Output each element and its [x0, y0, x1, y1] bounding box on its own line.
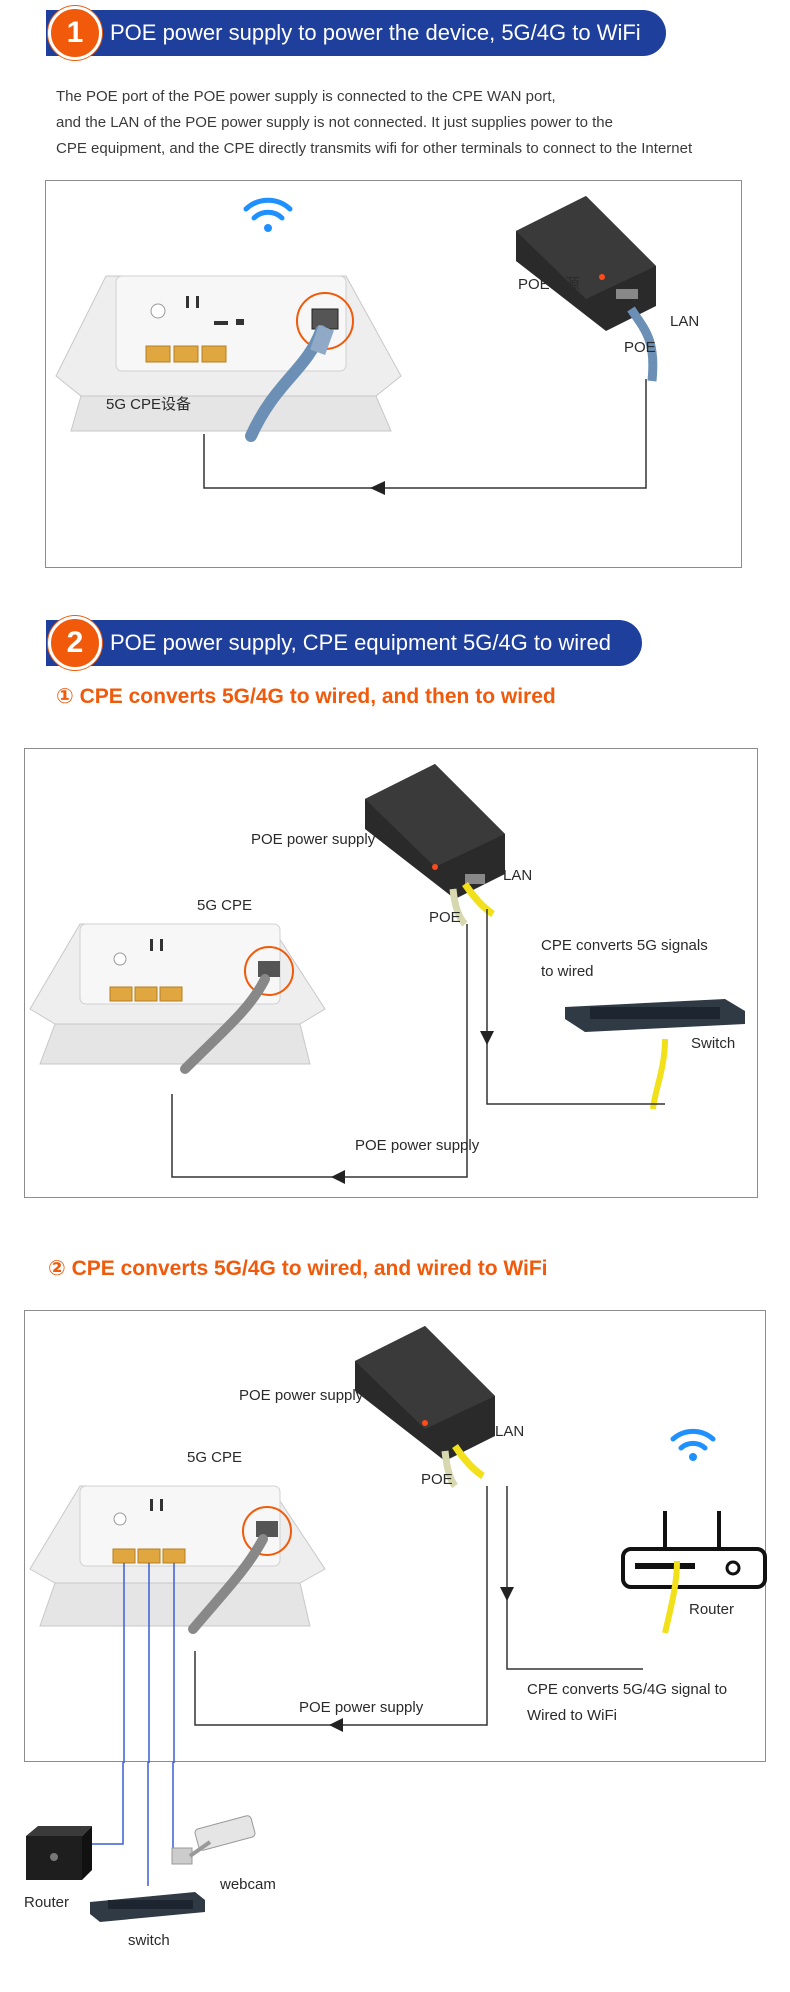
- poe-adapter-image: [355, 1326, 495, 1489]
- intro-line: CPE equipment, and the CPE directly tran…: [56, 140, 693, 157]
- cpe-label: 5G CPE: [187, 1449, 243, 1466]
- lan-label: LAN: [670, 313, 700, 330]
- section1-number-badge: 1: [48, 6, 102, 60]
- connection-lines: [171, 909, 665, 1184]
- intro-line: and the LAN of the POE power supply is n…: [56, 114, 613, 131]
- poe-supply-label: POE power supply: [239, 1387, 364, 1404]
- router-label: Router: [689, 1601, 735, 1618]
- router-bottom-label: Router: [24, 1894, 70, 1911]
- converts-text-line1: CPE converts 5G signals: [541, 937, 708, 954]
- webcam-icon: [171, 1815, 256, 1865]
- connection-lines: [194, 1486, 643, 1732]
- subsection2-diagram-panel: POE power supply LAN POE 5G CPE Router C…: [24, 1310, 767, 1763]
- switch-device-image: [565, 999, 745, 1110]
- cpe-label: 5G CPE: [197, 897, 253, 914]
- wifi-icon: [243, 197, 293, 232]
- router-icon: [621, 1511, 767, 1634]
- converts-text-line2: to wired: [541, 963, 594, 980]
- poe-label: POE: [429, 909, 461, 926]
- section2-title: POE power supply, CPE equipment 5G/4G to…: [110, 630, 611, 655]
- cpe-device-image: [29, 1485, 326, 1634]
- section1-diagram-panel: POE电源 LAN POE 5G CPE设备: [45, 180, 742, 568]
- section1-title: POE power supply to power the device, 5G…: [110, 20, 641, 45]
- bottom-devices-diagram: [26, 1762, 256, 1922]
- cpe-device-image: [55, 275, 402, 442]
- subsection2-title: ② CPE converts 5G/4G to wired, and wired…: [48, 1257, 548, 1280]
- switch-bottom-label: switch: [128, 1932, 170, 1949]
- subsection1-title: ① CPE converts 5G/4G to wired, and then …: [56, 685, 556, 708]
- lan-label: LAN: [503, 867, 533, 884]
- webcam-label: webcam: [220, 1876, 276, 1893]
- wifi-icon: [670, 1428, 716, 1461]
- section2-header: POE power supply, CPE equipment 5G/4G to…: [46, 620, 642, 666]
- poe-label: POE: [421, 1471, 453, 1488]
- converts-text-line2: Wired to WiFi: [527, 1707, 617, 1724]
- section1-header: POE power supply to power the device, 5G…: [46, 10, 666, 56]
- cpe-label: 5G CPE设备: [106, 396, 192, 413]
- switch-device-image: [90, 1892, 205, 1922]
- lan-label: LAN: [495, 1423, 525, 1440]
- section1-intro: The POE port of the POE power supply is …: [56, 84, 756, 162]
- poe-adapter-image: [365, 764, 505, 927]
- switch-label: Switch: [691, 1035, 736, 1052]
- router-box-icon: [26, 1826, 92, 1880]
- poe-power-line-label: POE power supply: [299, 1699, 424, 1716]
- poe-adapter-image: [516, 196, 658, 382]
- poe-supply-label: POE power supply: [251, 831, 376, 848]
- ethernet-lines: [84, 1762, 188, 1886]
- power-connection-line: [203, 379, 647, 495]
- poe-supply-label: POE电源: [518, 276, 580, 293]
- intro-line: The POE port of the POE power supply is …: [56, 88, 556, 105]
- poe-label: POE: [624, 339, 656, 356]
- cpe-device-image: [29, 923, 326, 1074]
- converts-text-line1: CPE converts 5G/4G signal to: [527, 1681, 728, 1698]
- subsection1-diagram-panel: POE power supply LAN POE 5G CPE CPE conv…: [24, 748, 758, 1198]
- ethernet-lines: [123, 1563, 175, 1763]
- poe-power-line-label: POE power supply: [355, 1137, 480, 1154]
- section2-number-badge: 2: [48, 616, 102, 670]
